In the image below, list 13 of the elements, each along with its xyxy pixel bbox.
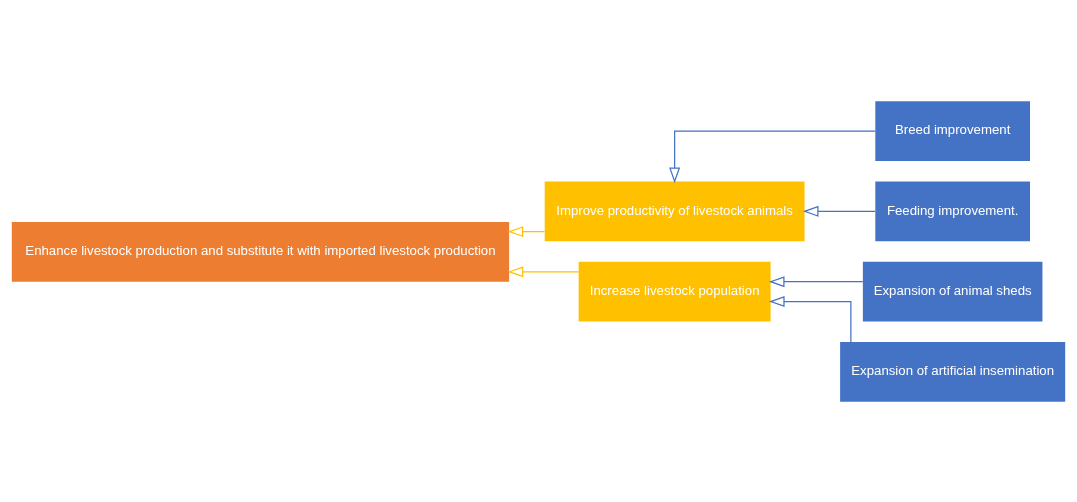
node-box: Improve productivity of livestock animals: [544, 181, 805, 241]
arrow: [669, 130, 876, 183]
arrow: [768, 275, 864, 287]
node-box: Expansion of animal sheds: [862, 261, 1043, 321]
arrow: [802, 205, 876, 217]
node-box: Expansion of artificial insemination: [840, 341, 1066, 402]
arrow: [507, 265, 580, 277]
arrow: [768, 295, 852, 343]
node-box: Breed improvement: [875, 100, 1031, 161]
arrow: [507, 225, 546, 237]
node-box: Increase livestock population: [578, 261, 771, 321]
node-box: Feeding improvement.: [875, 181, 1031, 241]
node-box: Enhance livestock production and substitute it with imported livestock production: [11, 221, 510, 282]
